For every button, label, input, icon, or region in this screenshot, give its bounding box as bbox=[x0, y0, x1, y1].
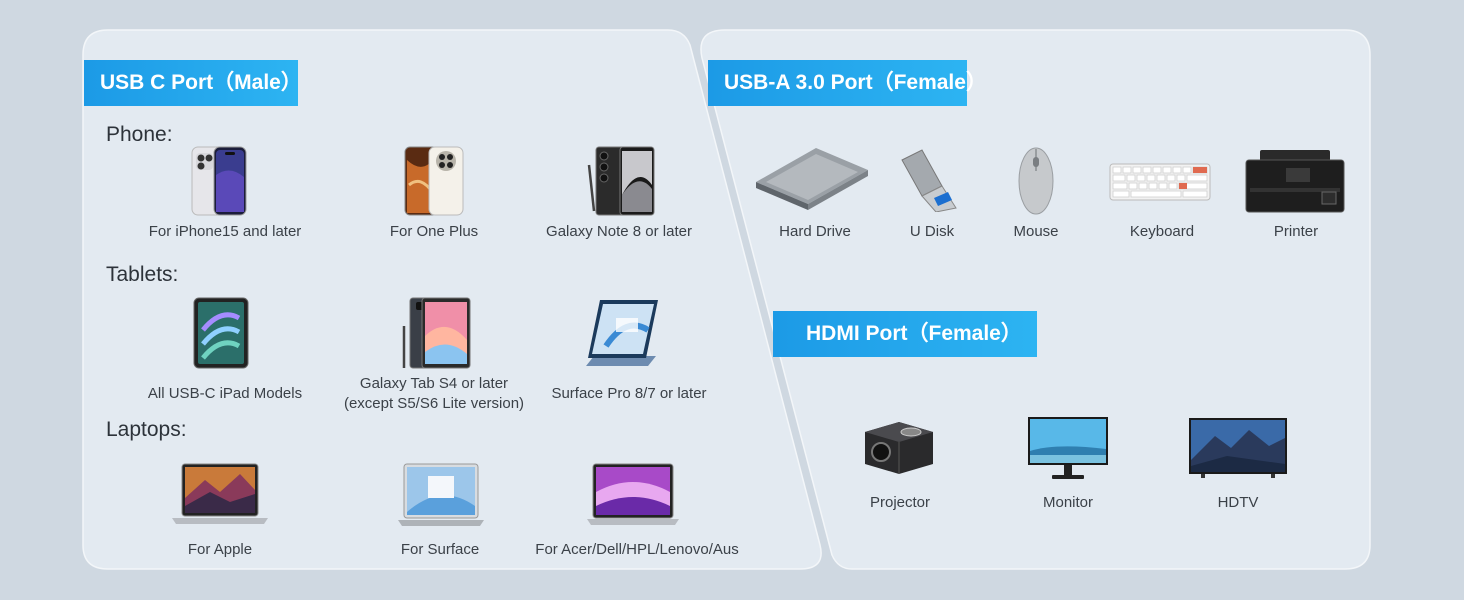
surface-pro-icon bbox=[586, 300, 658, 366]
usb-a-item-keyboard bbox=[1108, 162, 1212, 202]
usb-a-caption-hard-drive: Hard Drive bbox=[779, 223, 851, 240]
hdmi-caption-hdtv: HDTV bbox=[1217, 494, 1259, 511]
tablets-section-label: Tablets: bbox=[106, 263, 179, 286]
usb-a-item-mouse bbox=[1016, 145, 1056, 217]
hdmi-caption-monitor: Monitor bbox=[1042, 494, 1094, 511]
laptop-caption-windows: For Acer/Dell/HPL/Lenovo/Aus bbox=[535, 541, 739, 558]
phone-item-galaxy bbox=[584, 145, 656, 217]
usb-a-item-printer bbox=[1242, 148, 1348, 216]
laptop-caption-macbook: For Apple bbox=[187, 541, 253, 558]
surface-laptop-icon bbox=[398, 463, 484, 526]
hdmi-item-monitor bbox=[1026, 415, 1110, 481]
usb-a-item-hard-drive bbox=[752, 142, 872, 212]
hdtv-icon bbox=[1189, 418, 1287, 478]
keyboard-icon bbox=[1109, 163, 1211, 201]
windows-laptop-icon bbox=[587, 463, 679, 525]
usb-flash-drive-icon bbox=[901, 149, 957, 212]
usb-a-caption-mouse: Mouse bbox=[1013, 223, 1059, 240]
laptops-section-label: Laptops: bbox=[106, 418, 187, 441]
tablet-caption-galaxy-tab-line2: (except S5/S6 Lite version) bbox=[343, 395, 525, 412]
projector-icon bbox=[865, 422, 933, 474]
phone-caption-galaxy: Galaxy Note 8 or later bbox=[546, 223, 692, 240]
printer-icon bbox=[1245, 150, 1345, 213]
oneplus-phone-icon bbox=[404, 146, 464, 216]
hdmi-header: HDMI Port（Female） bbox=[773, 311, 1037, 357]
iphone-icon bbox=[191, 146, 247, 216]
hdmi-caption-projector: Projector bbox=[869, 494, 931, 511]
laptop-item-windows bbox=[585, 462, 681, 528]
usb-a-item-u-disk bbox=[896, 146, 960, 212]
usb-c-header: USB C Port（Male） bbox=[84, 60, 302, 106]
hard-drive-icon bbox=[756, 148, 868, 210]
ipad-icon bbox=[193, 297, 249, 369]
tablet-item-ipad bbox=[191, 296, 251, 370]
usb-a-caption-printer: Printer bbox=[1273, 223, 1319, 240]
tablet-item-surface-pro bbox=[576, 296, 672, 370]
tablet-caption-surface-pro: Surface Pro 8/7 or later bbox=[551, 385, 707, 402]
usb-a-caption-u-disk: U Disk bbox=[909, 223, 955, 240]
tablet-caption-ipad: All USB-C iPad Models bbox=[147, 385, 303, 402]
galaxy-tab-icon bbox=[402, 297, 471, 369]
tablet-item-galaxy-tab bbox=[398, 296, 474, 370]
phone-section-label: Phone: bbox=[106, 123, 173, 146]
mouse-icon bbox=[1018, 147, 1054, 215]
phone-item-iphone bbox=[190, 145, 250, 217]
tablet-caption-galaxy-tab-line1: Galaxy Tab S4 or later bbox=[359, 375, 509, 392]
phone-item-oneplus bbox=[403, 145, 465, 217]
usb-a-caption-keyboard: Keyboard bbox=[1129, 223, 1195, 240]
laptop-caption-surface: For Surface bbox=[400, 541, 480, 558]
phone-caption-oneplus: For One Plus bbox=[389, 223, 479, 240]
laptop-item-surface bbox=[396, 462, 486, 528]
laptop-item-macbook bbox=[170, 462, 270, 528]
hdmi-item-hdtv bbox=[1187, 416, 1289, 480]
macbook-icon bbox=[172, 463, 268, 524]
phone-caption-iphone: For iPhone15 and later bbox=[148, 223, 302, 240]
galaxy-phone-icon bbox=[587, 146, 655, 216]
monitor-icon bbox=[1028, 417, 1108, 479]
hdmi-item-projector bbox=[861, 418, 935, 476]
usb-a-header: USB-A 3.0 Port（Female） bbox=[708, 60, 987, 106]
